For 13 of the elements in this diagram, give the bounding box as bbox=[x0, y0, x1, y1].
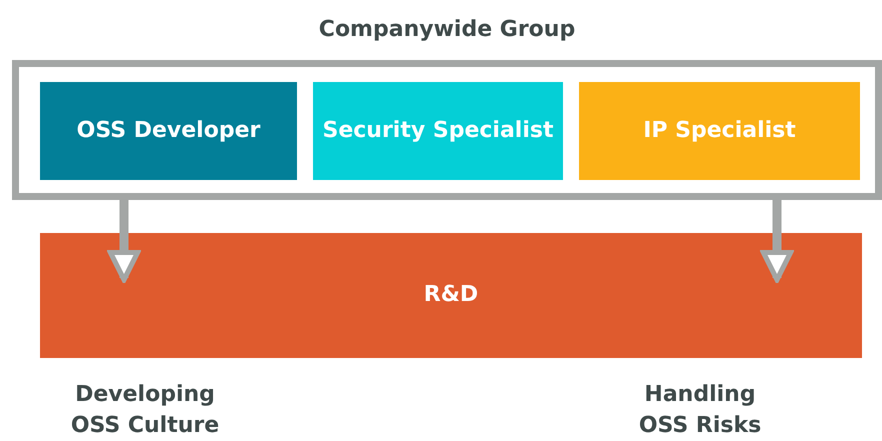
arrow bbox=[108, 200, 140, 282]
node-label: IP Specialist bbox=[643, 116, 796, 145]
role-box bbox=[579, 82, 860, 180]
caption-text: Developing OSS Culture bbox=[70, 381, 220, 440]
node-label: OSS Developer bbox=[76, 116, 260, 145]
role-box bbox=[40, 82, 297, 180]
department-box bbox=[40, 233, 862, 358]
node-label: R&D bbox=[424, 281, 478, 310]
caption-text: Handling OSS Risks bbox=[638, 381, 762, 440]
node-label: Security Specialist bbox=[322, 116, 554, 145]
role-box bbox=[313, 82, 563, 180]
group-title: Companywide Group bbox=[318, 17, 576, 42]
arrow bbox=[760, 200, 794, 282]
